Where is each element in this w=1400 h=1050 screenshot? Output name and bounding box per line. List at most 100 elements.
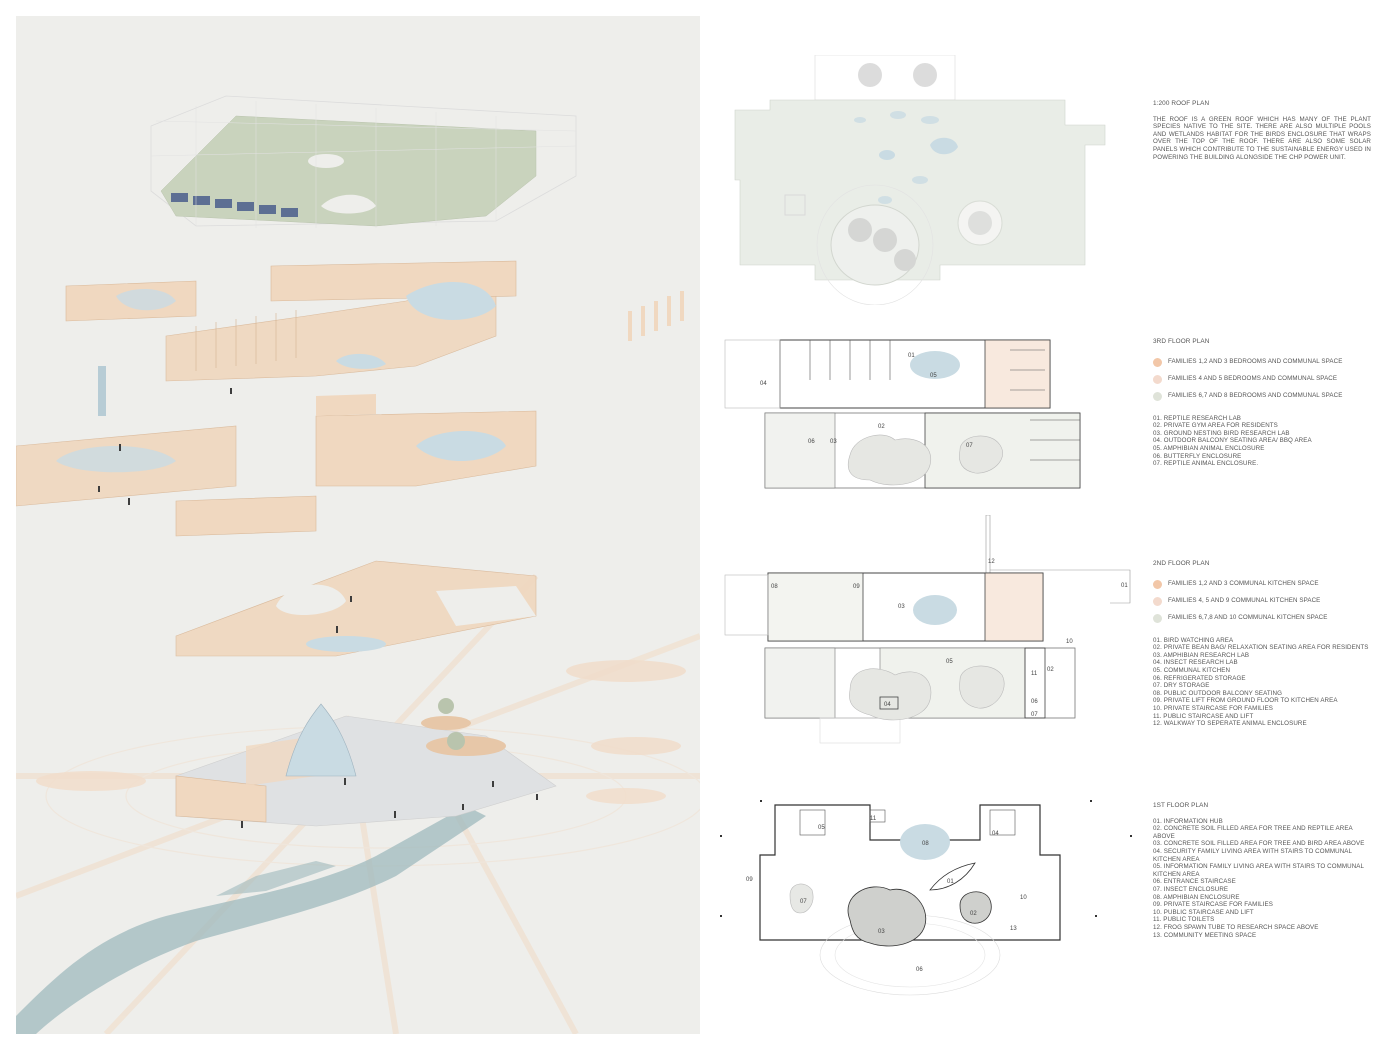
- first-floor-label-08: 08: [922, 841, 929, 847]
- list-item: 01. REPTILE RESEARCH LAB: [1153, 414, 1242, 422]
- second-floor-layer: [175, 560, 537, 657]
- list-item: 02. PRIVATE GYM AREA FOR RESIDENTS: [1153, 422, 1278, 430]
- roof-plan-heading: 1:200 ROOF PLAN: [1153, 100, 1210, 107]
- second-floor-label-02: 02: [1047, 667, 1054, 673]
- list-item: 10. PRIVATE STAIRCASE FOR FAMILIES: [1153, 704, 1273, 712]
- third-floor-label-04: 04: [760, 381, 767, 387]
- third-floor-plan-drawing: 01 02 03 04 05 06 07: [724, 339, 1081, 489]
- second-floor-label-01: 01: [1121, 583, 1128, 589]
- roof-plan-drawing: [734, 55, 1106, 305]
- list-item: 05. AMPHIBIAN ANIMAL ENCLOSURE: [1153, 444, 1265, 452]
- list-item: 03. AMPHIBIAN RESEARCH LAB: [1153, 651, 1250, 659]
- list-item: 05. INFORMATION FAMILY LIVING AREA WITH …: [1153, 863, 1364, 878]
- legend-swatch: [1153, 391, 1162, 401]
- legend-row: FAMILIES 6,7 AND 8 BEDROOMS AND COMMUNAL…: [1153, 388, 1371, 405]
- legend-row: FAMILIES 4 AND 5 BEDROOMS AND COMMUNAL S…: [1153, 371, 1371, 388]
- list-item: 07. DRY STORAGE: [1153, 682, 1210, 690]
- third-floor-label-07: 07: [966, 443, 973, 449]
- legend-row: FAMILIES 1,2 AND 3 BEDROOMS AND COMMUNAL…: [1153, 354, 1371, 371]
- second-floor-plan-drawing: 01 02 03 04 05 06 07 08 09 10 11 12: [724, 515, 1131, 744]
- first-floor-label-06: 06: [916, 967, 923, 973]
- list-item: 02. CONCRETE SOIL FILLED AREA FOR TREE A…: [1153, 825, 1353, 840]
- third-floor-label-06: 06: [808, 439, 815, 445]
- third-floor-label-01: 01: [908, 353, 915, 359]
- first-floor-plan-drawing: 01 02 03 04 05 06 07 08 09 10 11 13: [720, 800, 1132, 996]
- third-floor-heading: 3RD FLOOR PLAN: [1153, 338, 1210, 345]
- list-item: 12. FROG SPAWN TUBE TO RESEARCH SPACE AB…: [1153, 923, 1319, 931]
- list-item: 02. PRIVATE BEAN BAG/ RELAXATION SEATING…: [1153, 644, 1369, 652]
- third-floor-label-03: 03: [830, 439, 837, 445]
- third-floor-label-02: 02: [878, 424, 885, 430]
- list-item: 04. OUTDOOR BALCONY SEATING AREA/ BBQ AR…: [1153, 437, 1312, 445]
- list-item: 07. REPTILE ANIMAL ENCLOSURE.: [1153, 460, 1259, 468]
- list-item: 03. GROUND NESTING BIRD RESEARCH LAB: [1153, 429, 1290, 437]
- first-floor-label-05: 05: [818, 825, 825, 831]
- legend-label: FAMILIES 6,7 AND 8 BEDROOMS AND COMMUNAL…: [1168, 392, 1343, 400]
- first-floor-heading: 1ST FLOOR PLAN: [1153, 802, 1209, 809]
- roof-layer: [150, 95, 577, 228]
- third-floor-legend: FAMILIES 1,2 AND 3 BEDROOMS AND COMMUNAL…: [1153, 354, 1371, 405]
- legend-swatch: [1153, 357, 1162, 367]
- second-floor-label-06: 06: [1031, 699, 1038, 705]
- first-floor-label-10: 10: [1020, 895, 1027, 901]
- list-item: 13. COMMUNITY MEETING SPACE: [1153, 931, 1257, 939]
- exploded-axonometric-panel: [16, 16, 700, 1034]
- third-floor-label-05: 05: [930, 373, 937, 379]
- list-item: 06. BUTTERFLY ENCLOSURE: [1153, 452, 1242, 460]
- roof-plan-description: THE ROOF IS A GREEN ROOF WHICH HAS MANY …: [1153, 115, 1371, 161]
- legend-row: FAMILIES 1,2 AND 3 COMMUNAL KITCHEN SPAC…: [1153, 576, 1371, 593]
- second-floor-legend: FAMILIES 1,2 AND 3 COMMUNAL KITCHEN SPAC…: [1153, 576, 1371, 627]
- second-floor-label-07: 07: [1031, 712, 1038, 718]
- second-floor-label-05: 05: [946, 659, 953, 665]
- second-floor-label-10: 10: [1066, 639, 1073, 645]
- second-floor-label-11: 11: [1031, 671, 1038, 677]
- people-figures: [98, 388, 538, 828]
- facade-posts: [628, 291, 684, 341]
- list-item: 03. CONCRETE SOIL FILLED AREA FOR TREE A…: [1153, 840, 1365, 848]
- first-floor-text: 1ST FLOOR PLAN 01. INFORMATION HUB 02. C…: [1153, 802, 1371, 939]
- list-item: 01. BIRD WATCHING AREA: [1153, 636, 1234, 644]
- roof-plan-text: 1:200 ROOF PLAN THE ROOF IS A GREEN ROOF…: [1153, 100, 1371, 161]
- legend-swatch: [1153, 596, 1162, 606]
- solar-panels: [171, 193, 298, 217]
- list-item: 06. REFRIGERATED STORAGE: [1153, 674, 1246, 682]
- list-item: 01. INFORMATION HUB: [1153, 817, 1223, 825]
- list-item: 09. PRIVATE LIFT FROM GROUND FLOOR TO KI…: [1153, 697, 1338, 705]
- legend-swatch: [1153, 579, 1162, 589]
- legend-swatch: [1153, 374, 1162, 384]
- legend-swatch: [1153, 613, 1162, 623]
- site-discs: [36, 660, 686, 804]
- second-floor-label-12: 12: [988, 559, 995, 565]
- second-floor-label-04: 04: [884, 702, 891, 708]
- legend-label: FAMILIES 1,2 AND 3 BEDROOMS AND COMMUNAL…: [1168, 358, 1343, 366]
- list-item: 11. PUBLIC TOILETS: [1153, 916, 1215, 924]
- list-item: 11. PUBLIC STAIRCASE AND LIFT: [1153, 712, 1254, 720]
- second-floor-label-03: 03: [898, 604, 905, 610]
- second-floor-label-09: 09: [853, 584, 860, 590]
- third-floor-layer: [16, 394, 537, 537]
- list-item: 08. AMPHIBIAN ENCLOSURE: [1153, 893, 1240, 901]
- list-item: 08. PUBLIC OUTDOOR BALCONY SEATING: [1153, 689, 1283, 697]
- list-item: 12. WALKWAY TO SEPERATE ANIMAL ENCLOSURE: [1153, 720, 1307, 728]
- first-floor-label-09: 09: [746, 877, 753, 883]
- list-item: 09. PRIVATE STAIRCASE FOR FAMILIES: [1153, 901, 1273, 909]
- fourth-floor-layer: [65, 260, 517, 416]
- first-floor-item-list: 01. INFORMATION HUB 02. CONCRETE SOIL FI…: [1153, 818, 1371, 940]
- ground-floor-layer: [175, 698, 557, 827]
- second-floor-heading: 2ND FLOOR PLAN: [1153, 560, 1210, 567]
- first-floor-label-02: 02: [970, 911, 977, 917]
- second-floor-label-08: 08: [771, 584, 778, 590]
- first-floor-label-13: 13: [1010, 926, 1017, 932]
- list-item: 06. ENTRANCE STAIRCASE: [1153, 878, 1236, 886]
- legend-row: FAMILIES 4, 5 AND 9 COMMUNAL KITCHEN SPA…: [1153, 593, 1371, 610]
- river: [16, 806, 486, 1034]
- first-floor-label-03: 03: [878, 929, 885, 935]
- list-item: 04. SECURITY FAMILY LIVING AREA WITH STA…: [1153, 847, 1352, 863]
- first-floor-label-01: 01: [947, 879, 954, 885]
- exploded-axonometric-drawing: [16, 95, 700, 1034]
- legend-row: FAMILIES 6,7,8 AND 10 COMMUNAL KITCHEN S…: [1153, 610, 1371, 627]
- legend-label: FAMILIES 6,7,8 AND 10 COMMUNAL KITCHEN S…: [1168, 614, 1328, 622]
- second-floor-item-list: 01. BIRD WATCHING AREA 02. PRIVATE BEAN …: [1153, 637, 1371, 728]
- list-item: 05. COMMUNAL KITCHEN: [1153, 666, 1231, 674]
- river-branch: [216, 861, 336, 896]
